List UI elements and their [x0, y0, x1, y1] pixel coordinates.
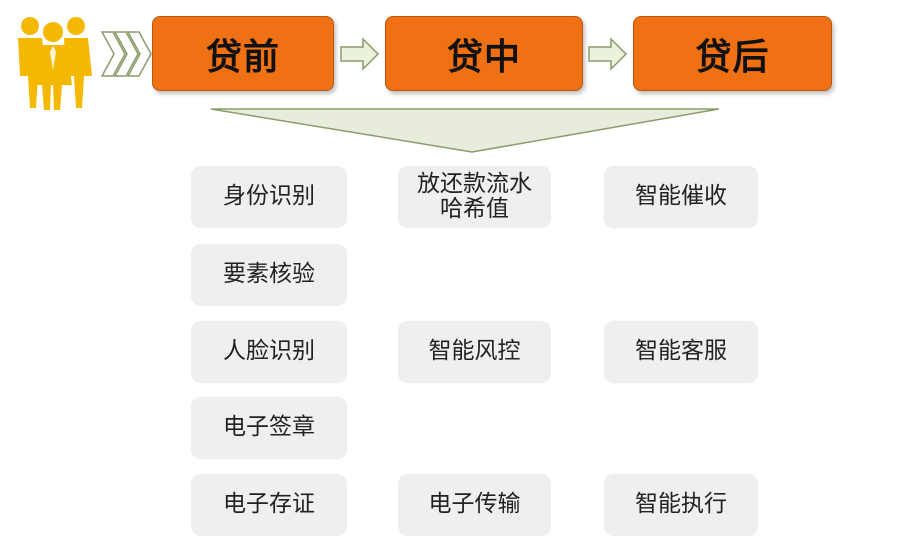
next-arrow-icon	[588, 37, 628, 71]
item-smart-risk-control: 智能风控	[398, 321, 551, 383]
item-repayment-hash-line-2: 哈希值	[440, 196, 509, 222]
item-identity-verification: 身份识别	[191, 166, 347, 228]
item-element-verification: 要素核验	[191, 244, 347, 306]
item-smart-collection: 智能催收	[604, 166, 758, 228]
item-smart-execution: 智能执行	[604, 474, 758, 536]
item-electronic-transmission: 电子传输	[398, 474, 551, 536]
item-electronic-signature: 电子签章	[191, 397, 347, 459]
people-group-icon	[18, 17, 92, 110]
stage-box-post-loan: 贷后	[633, 16, 832, 91]
item-smart-customer-service: 智能客服	[604, 321, 758, 383]
stage-box-pre-loan: 贷前	[152, 16, 334, 91]
item-repayment-hash-line-1: 放还款流水	[417, 170, 532, 197]
item-electronic-evidence: 电子存证	[191, 474, 347, 536]
stage-box-in-loan: 贷中	[385, 16, 583, 91]
item-repayment-hash: 放还款流水 哈希值	[398, 166, 551, 228]
funnel-triangle-icon	[210, 108, 720, 153]
item-face-recognition: 人脸识别	[191, 321, 347, 383]
next-arrow-icon	[340, 37, 380, 71]
chevron-arrows-icon	[100, 31, 152, 77]
